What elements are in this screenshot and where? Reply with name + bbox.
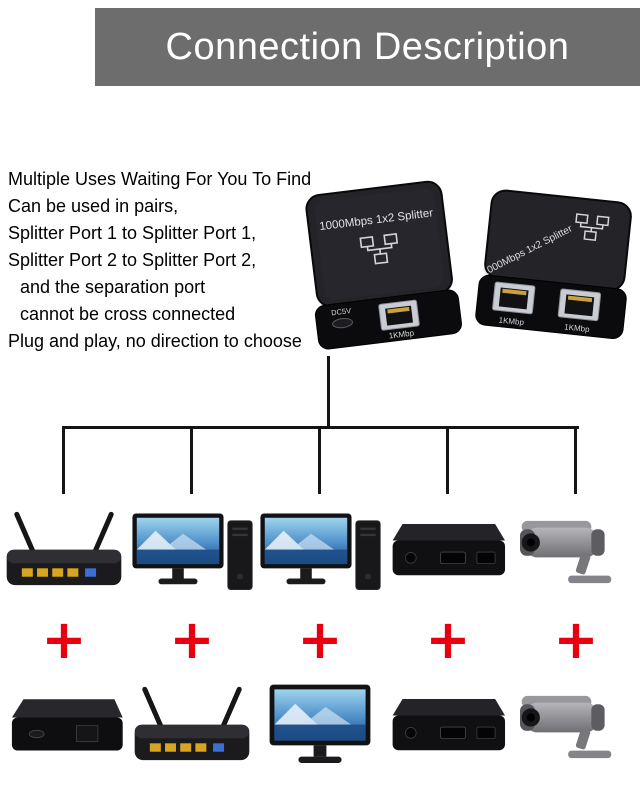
- network-icon: [575, 213, 610, 241]
- tree-branch-line: [62, 428, 65, 494]
- description-block: Multiple Uses Waiting For You To Find Ca…: [8, 166, 318, 355]
- plus-sign: +: [297, 608, 343, 671]
- top-device-computer: [256, 492, 384, 610]
- plus-cell: +: [128, 610, 256, 670]
- bottom-device-media-box: [384, 670, 512, 782]
- rj45-port: [492, 281, 536, 315]
- cctv-camera-image: [520, 506, 632, 596]
- bottom-device-monitor: [256, 670, 384, 782]
- top-device-camera: [512, 492, 640, 610]
- top-device-computer: [128, 492, 256, 610]
- usb-c-port: [332, 317, 353, 329]
- network-icon: [359, 233, 399, 265]
- bottom-device-splitter-box: [0, 670, 128, 782]
- plus-sign: +: [425, 608, 471, 671]
- description-line: Splitter Port 1 to Splitter Port 1,: [8, 223, 257, 243]
- description-line: cannot be cross connected: [20, 304, 236, 324]
- bottom-device-camera: [512, 670, 640, 782]
- monitor-image: [131, 512, 225, 590]
- description-line: Splitter Port 2 to Splitter Port 2,: [8, 250, 257, 270]
- page-title: Connection Description: [165, 25, 570, 68]
- plus-cell: +: [256, 610, 384, 670]
- tree-trunk-line: [327, 356, 330, 428]
- plus-sign: +: [41, 608, 87, 671]
- plus-cell: +: [384, 610, 512, 670]
- tree-branch-line: [574, 428, 577, 494]
- plus-cell: +: [512, 610, 640, 670]
- description-line: Multiple Uses Waiting For You To Find: [8, 169, 312, 189]
- top-device-media-box: [384, 492, 512, 610]
- rj45-port: [378, 299, 420, 331]
- cctv-camera-image: [520, 681, 632, 771]
- media-box-image: [386, 694, 510, 758]
- tree-branch-line: [318, 428, 321, 494]
- media-box-image: [386, 519, 510, 583]
- tree-branch-line: [446, 428, 449, 494]
- description-line: and the separation port: [20, 277, 206, 297]
- splitter-device-right: 1000Mbps 1x2 Splitter 1KMbp 1KMbp: [475, 189, 632, 340]
- plus-cell: +: [0, 610, 128, 670]
- port-label: 1KMbp: [564, 322, 591, 334]
- dc-port-label: DC5V: [331, 306, 352, 317]
- description-line: Plug and play, no direction to choose: [8, 331, 302, 351]
- rj45-port: [557, 288, 602, 322]
- tree-branch-line: [190, 428, 193, 494]
- top-device-router: [0, 492, 128, 610]
- wireless-router-image: [5, 511, 123, 591]
- tree-horizontal-line: [62, 426, 579, 429]
- description-line: Can be used in pairs,: [8, 196, 179, 216]
- monitor-image: [259, 512, 353, 590]
- wireless-router-image: [133, 686, 251, 766]
- pc-tower-image: [355, 520, 381, 590]
- splitter-device-left: 1000Mbps 1x2 Splitter DC5V 1KMbp: [305, 180, 462, 350]
- device-grid: + + + + +: [0, 492, 640, 782]
- port-label: 1KMbp: [388, 328, 415, 340]
- plus-sign: +: [169, 608, 215, 671]
- monitor-image: [268, 683, 372, 769]
- pc-tower-image: [227, 520, 253, 590]
- port-label: 1KMbp: [498, 316, 525, 328]
- header-banner: Connection Description: [95, 8, 640, 86]
- splitter-box-image: [2, 691, 126, 761]
- plus-sign: +: [553, 608, 599, 671]
- bottom-device-router: [128, 670, 256, 782]
